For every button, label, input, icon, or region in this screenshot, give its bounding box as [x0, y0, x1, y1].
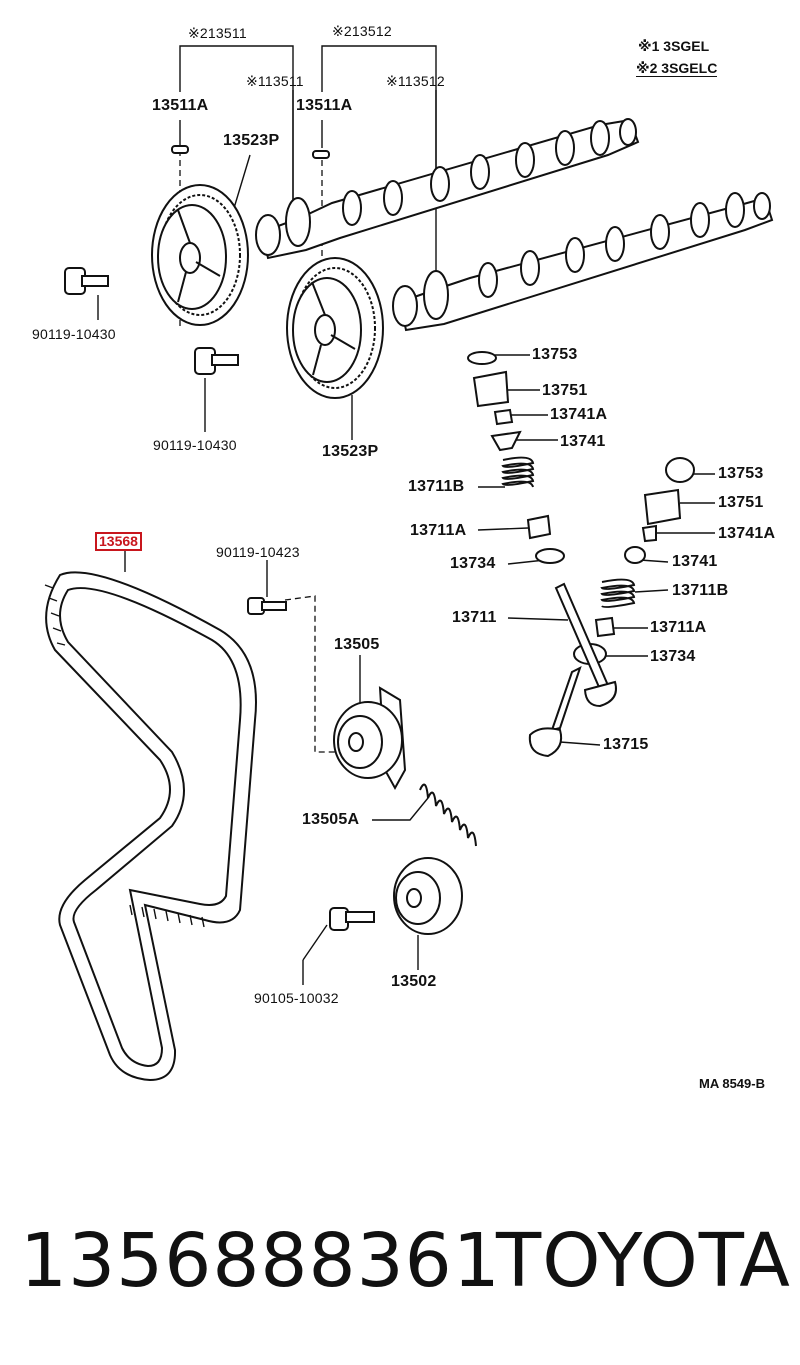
- pulley-bolts: [64, 267, 239, 375]
- lower-cam-pulley: [286, 257, 384, 399]
- label-13505: 13505: [334, 636, 380, 653]
- label-13711b-b: 13711B: [672, 582, 729, 599]
- parts-diagram: ※1 3SGEL ※2 3SGELC ※213511 ※213512 ※1135…: [32, 23, 776, 1091]
- label-13741-a: 13741: [560, 433, 606, 450]
- upper-camshaft: [255, 118, 640, 260]
- label-13741a-b: 13741A: [718, 525, 776, 542]
- label-13505a: 13505A: [302, 811, 360, 828]
- legend-note-2-text: ※2 3SGELC: [636, 60, 718, 77]
- label-13523p-top: 13523P: [223, 132, 280, 149]
- label-13741-b: 13741: [672, 553, 718, 570]
- label-belt-highlighted: 13568: [95, 532, 142, 551]
- label-113512: ※113512: [386, 73, 445, 89]
- legend-note-2: ※2 3SGELC: [636, 60, 718, 77]
- label-13511a-right: 13511A: [296, 97, 353, 114]
- label-13751-b: 13751: [718, 494, 764, 511]
- label-13753-a: 13753: [532, 346, 578, 363]
- part-number-caption: 1356888361: [20, 1218, 501, 1304]
- lower-camshaft: [392, 192, 774, 332]
- upper-cam-pulley: [151, 184, 249, 326]
- idler-drawing: [329, 857, 463, 935]
- label-13741a-a: 13741A: [550, 406, 608, 423]
- label-13511a-left: 13511A: [152, 97, 209, 114]
- label-213511: ※213511: [188, 25, 247, 41]
- label-13711a-b: 13711A: [650, 619, 707, 636]
- label-bolt-upper-left: 90119-10430: [32, 326, 116, 342]
- timing-belt: [44, 571, 257, 1082]
- tensioner-bolt-drawing: [247, 597, 287, 615]
- diagram-drawing: [44, 45, 774, 1082]
- label-bolt-tensioner: 90119-10423: [216, 544, 300, 560]
- label-13502: 13502: [391, 973, 437, 990]
- legend-note-1: ※1 3SGEL: [638, 38, 710, 54]
- label-13753-b: 13753: [718, 465, 764, 482]
- label-13711: 13711: [452, 609, 497, 626]
- valve-parts-right: [573, 457, 695, 665]
- label-13734-b: 13734: [650, 648, 696, 665]
- leader-lines: [97, 45, 715, 985]
- dowel-pins: [171, 145, 330, 159]
- label-213512: ※213512: [332, 23, 392, 39]
- label-13751-a: 13751: [542, 382, 588, 399]
- brand-caption: TOYOTA: [496, 1218, 791, 1304]
- label-13711b-a: 13711B: [408, 478, 465, 495]
- label-bolt-idler: 90105-10032: [254, 990, 339, 1006]
- label-bolt-lower-left: 90119-10430: [153, 437, 237, 453]
- label-13711a-a: 13711A: [410, 522, 467, 539]
- valves: [528, 582, 617, 758]
- drawing-reference: MA 8549-B: [699, 1076, 765, 1091]
- tensioner-drawing: [333, 686, 477, 847]
- valve-parts-left: [467, 351, 565, 564]
- label-13734-a: 13734: [450, 555, 496, 572]
- label-13523p-bottom: 13523P: [322, 443, 379, 460]
- label-113511: ※113511: [246, 73, 304, 89]
- label-13715: 13715: [603, 736, 649, 753]
